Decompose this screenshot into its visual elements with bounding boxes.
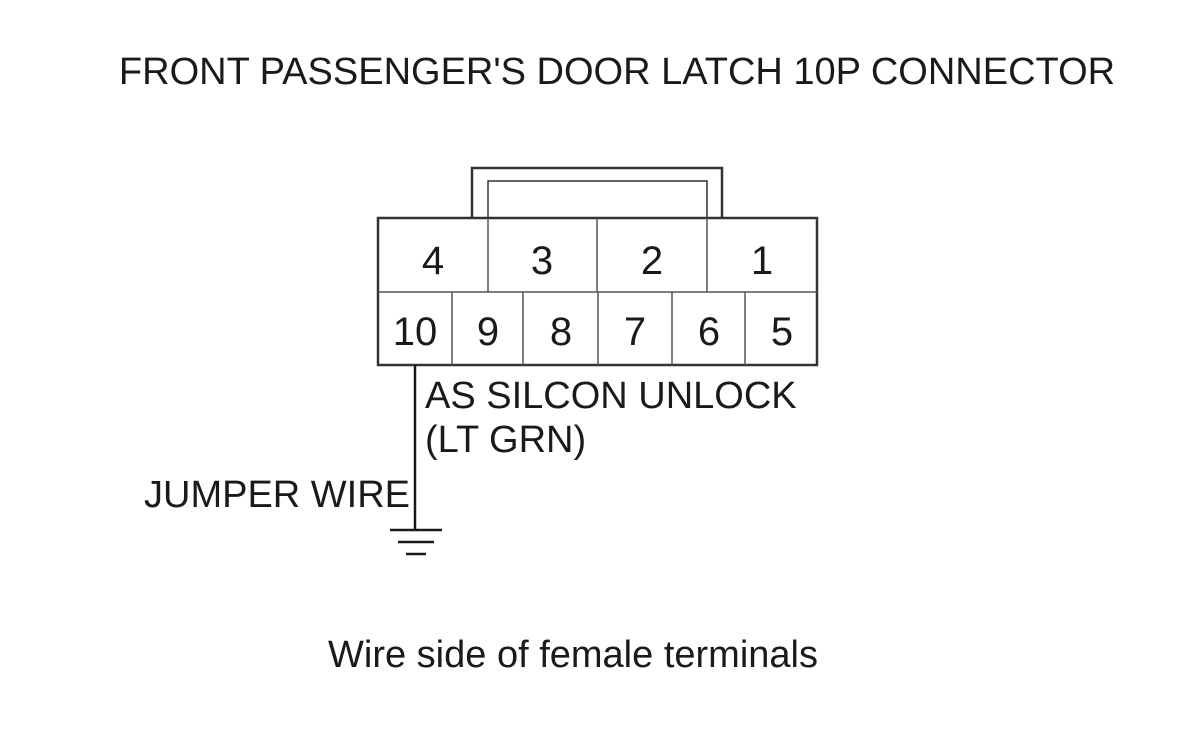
diagram-title: FRONT PASSENGER'S DOOR LATCH 10P CONNECT… <box>119 51 1115 93</box>
diagram-caption: Wire side of female terminals <box>328 634 818 676</box>
wire-label-color: (LT GRN) <box>425 419 586 461</box>
connector-latch-tab <box>470 166 724 218</box>
pin-label: 1 <box>751 239 773 283</box>
pin-label: 3 <box>531 239 553 283</box>
jumper-wire-label: JUMPER WIRE <box>144 474 410 516</box>
pin-label: 4 <box>422 239 444 283</box>
pin-label: 8 <box>550 310 572 354</box>
pin-label: 7 <box>624 310 646 354</box>
pin-label: 5 <box>771 310 793 354</box>
ground-symbol-icon <box>390 528 442 556</box>
pin-label: 6 <box>698 310 720 354</box>
pin-label: 9 <box>477 310 499 354</box>
wire-label-circuit: AS SILCON UNLOCK <box>425 375 797 417</box>
connector-latch-inner <box>487 180 708 218</box>
connector-housing <box>376 216 819 367</box>
connector-body: 4 3 2 1 10 9 8 7 6 5 <box>376 166 819 367</box>
pin-label: 10 <box>393 310 438 354</box>
pin-label: 2 <box>641 239 663 283</box>
